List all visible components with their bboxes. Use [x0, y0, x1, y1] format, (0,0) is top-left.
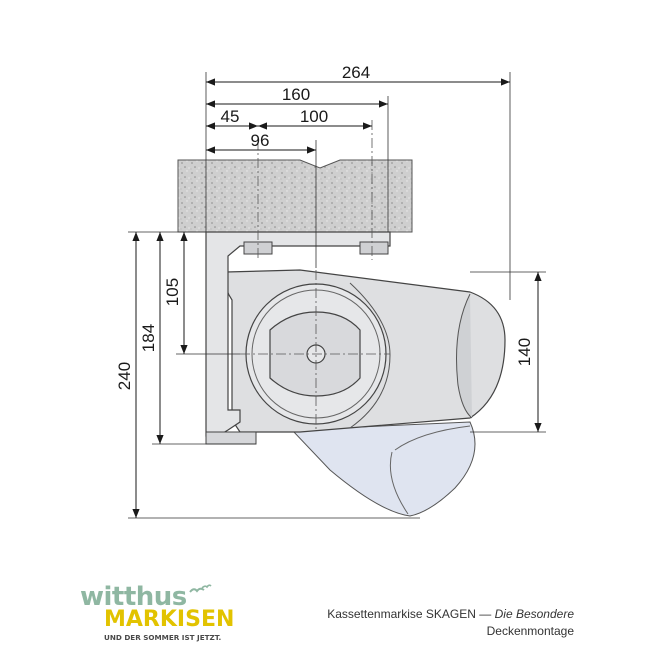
- caption-product-sub: Die Besondere: [494, 607, 574, 621]
- dim-label-140: 140: [515, 338, 534, 366]
- dim-label-96: 96: [251, 131, 270, 150]
- bracket-foot: [205, 431, 257, 445]
- logo-tagline: UND DER SOMMER IST JETZT.: [104, 633, 222, 642]
- housing-front-cap: [456, 293, 473, 419]
- dim-label-100: 100: [300, 107, 328, 126]
- fabric-fold: [389, 425, 471, 515]
- logo-word-top: witthus: [80, 582, 187, 612]
- dim-label-160: 160: [282, 85, 310, 104]
- dim-label-184: 184: [139, 324, 158, 352]
- caption-product: Kassettenmarkise SKAGEN —: [327, 607, 492, 621]
- dim-label-45: 45: [221, 107, 240, 126]
- fabric-drop: [290, 421, 476, 517]
- product-caption: Kassettenmarkise SKAGEN — Die Besondere …: [327, 606, 574, 640]
- bolt-right: [359, 241, 389, 255]
- logo-word-bottom: MARKISEN: [104, 607, 235, 632]
- birds-icon: [189, 584, 212, 593]
- brand-logo: witthus MARKISEN UND DER SOMMER IST JETZ…: [80, 584, 260, 644]
- caption-line-product: Kassettenmarkise SKAGEN — Die Besondere: [327, 606, 574, 623]
- caption-mounting: Deckenmontage: [486, 624, 574, 638]
- dim-label-240: 240: [115, 362, 134, 390]
- concrete-ceiling: [177, 159, 413, 233]
- housing-inner-line: [349, 282, 391, 429]
- dim-label-105: 105: [163, 278, 182, 306]
- dim-label-264: 264: [342, 63, 370, 82]
